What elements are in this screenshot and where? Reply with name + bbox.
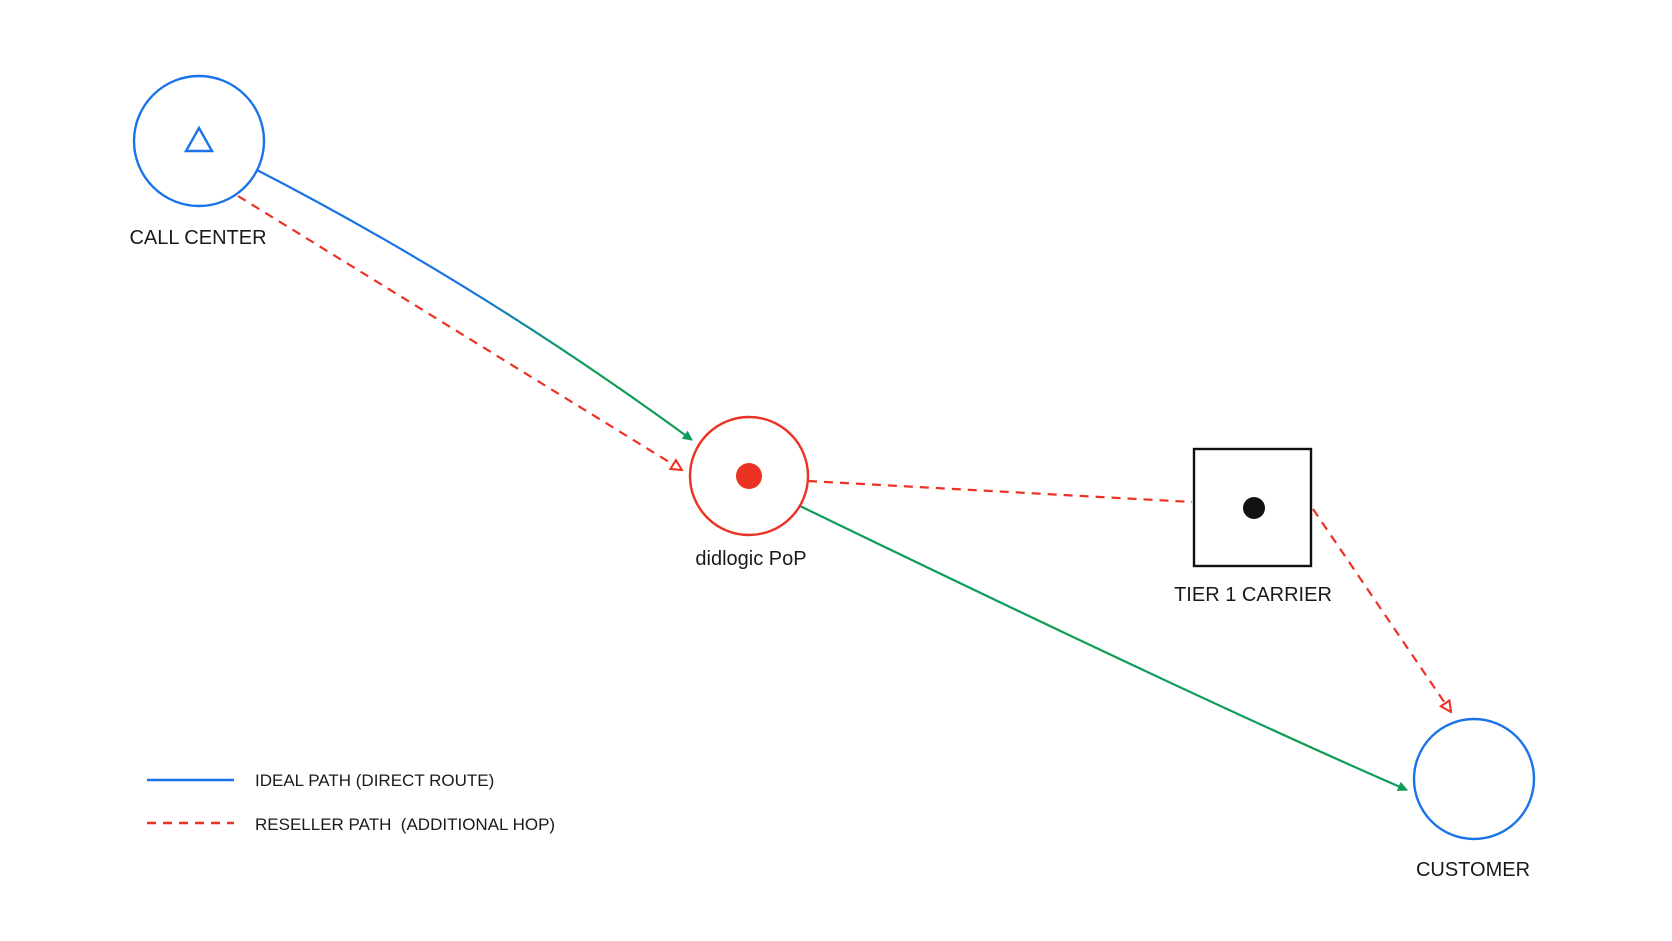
ideal-path-segment-2 bbox=[799, 505, 1408, 792]
call-center-label: CALL CENTER bbox=[129, 227, 266, 249]
triangle-icon bbox=[183, 125, 215, 153]
carrier-node: TIER 1 CARRIER bbox=[1174, 447, 1332, 606]
pop-label: didlogic PoP bbox=[695, 548, 806, 570]
pop-node: didlogic PoP bbox=[688, 415, 810, 570]
customer-node: CUSTOMER bbox=[1412, 717, 1536, 881]
call-center-node: CALL CENTER bbox=[129, 74, 267, 249]
carrier-dot-icon bbox=[1243, 497, 1265, 519]
customer-label: CUSTOMER bbox=[1416, 859, 1530, 881]
legend-reseller-label: RESELLER PATH (ADDITIONAL HOP) bbox=[255, 815, 555, 834]
pop-dot-icon bbox=[736, 463, 762, 489]
reseller-path-segment-1 bbox=[237, 195, 682, 470]
legend-ideal-label: IDEAL PATH (DIRECT ROUTE) bbox=[255, 771, 494, 790]
ideal-path-segment-1 bbox=[256, 169, 693, 441]
reseller-path-segment-2 bbox=[807, 479, 1193, 504]
legend: IDEAL PATH (DIRECT ROUTE) RESELLER PATH … bbox=[147, 771, 555, 834]
reseller-path-segment-3 bbox=[1312, 508, 1451, 712]
carrier-label: TIER 1 CARRIER bbox=[1174, 584, 1332, 606]
